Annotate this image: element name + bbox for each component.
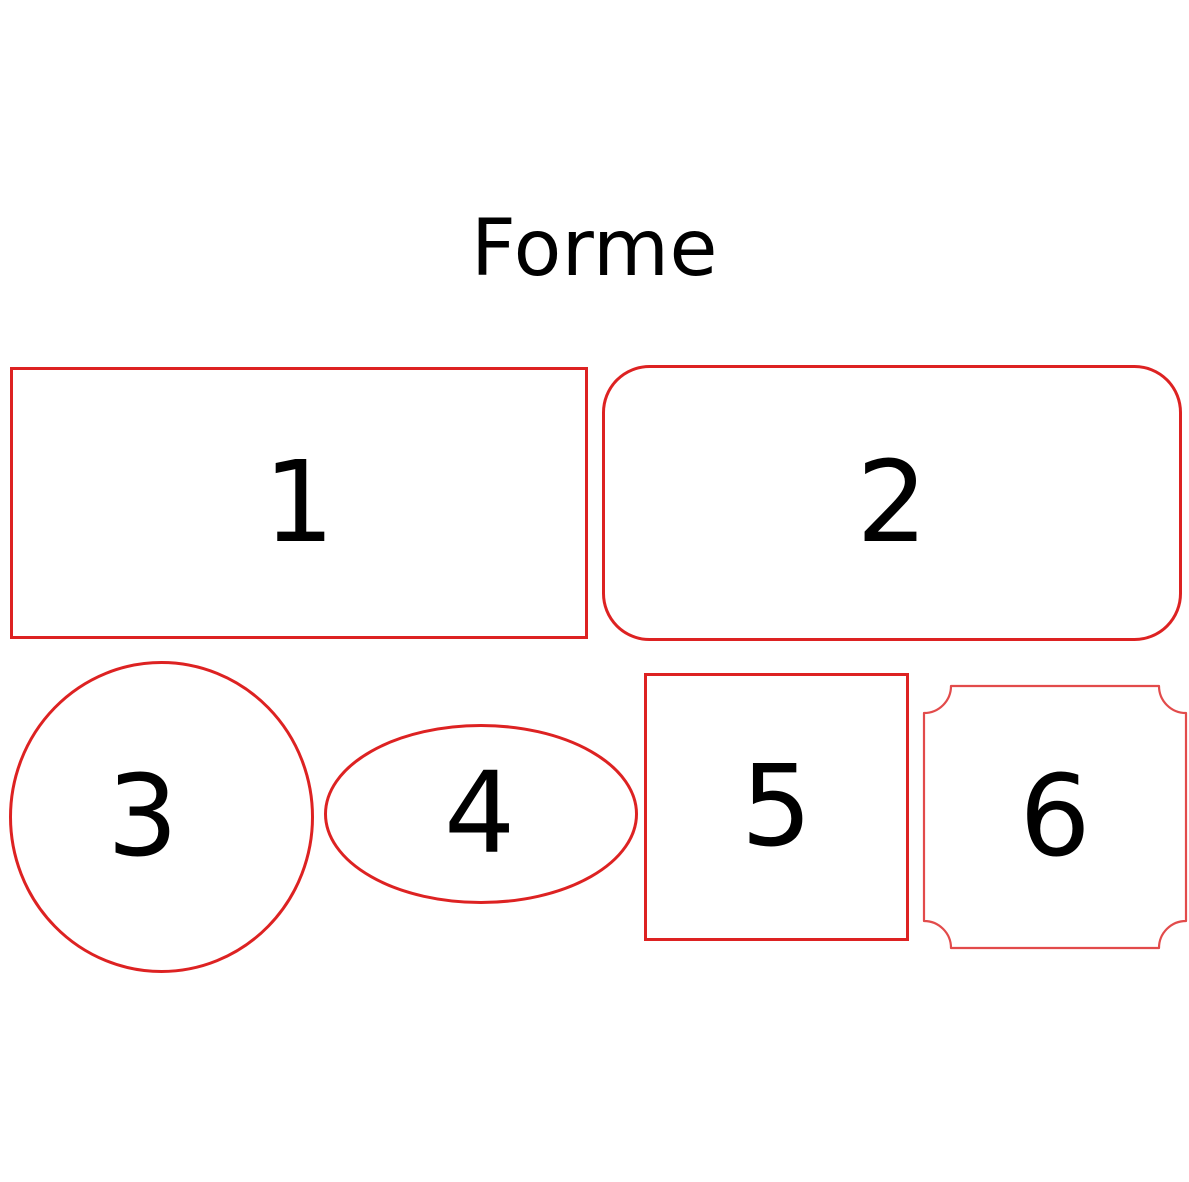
rounded-rectangle-outline-icon: [602, 365, 1182, 641]
circle-outline-icon: [9, 661, 314, 973]
ellipse-path: [324, 724, 638, 904]
shape-6-concave-corner-square[interactable]: 6: [922, 684, 1188, 950]
page-title: Forme: [471, 204, 718, 294]
shape-2-rounded-rectangle[interactable]: 2: [602, 365, 1182, 641]
concave-corner-square-path: [922, 684, 1188, 950]
shape-5-square[interactable]: 5: [644, 673, 909, 941]
concave-corner-square-outline-icon: [922, 684, 1188, 950]
square-path: [644, 673, 909, 941]
rounded-rectangle-path: [602, 365, 1182, 641]
rectangle-outline-icon: [10, 367, 588, 639]
circle-path: [9, 661, 314, 973]
ellipse-outline-icon: [324, 724, 638, 904]
shape-3-circle[interactable]: 3: [9, 661, 314, 973]
shape-4-ellipse[interactable]: 4: [324, 724, 638, 904]
square-outline-icon: [644, 673, 909, 941]
shape-1-rectangle[interactable]: 1: [10, 367, 588, 639]
rectangle-path: [10, 367, 588, 639]
